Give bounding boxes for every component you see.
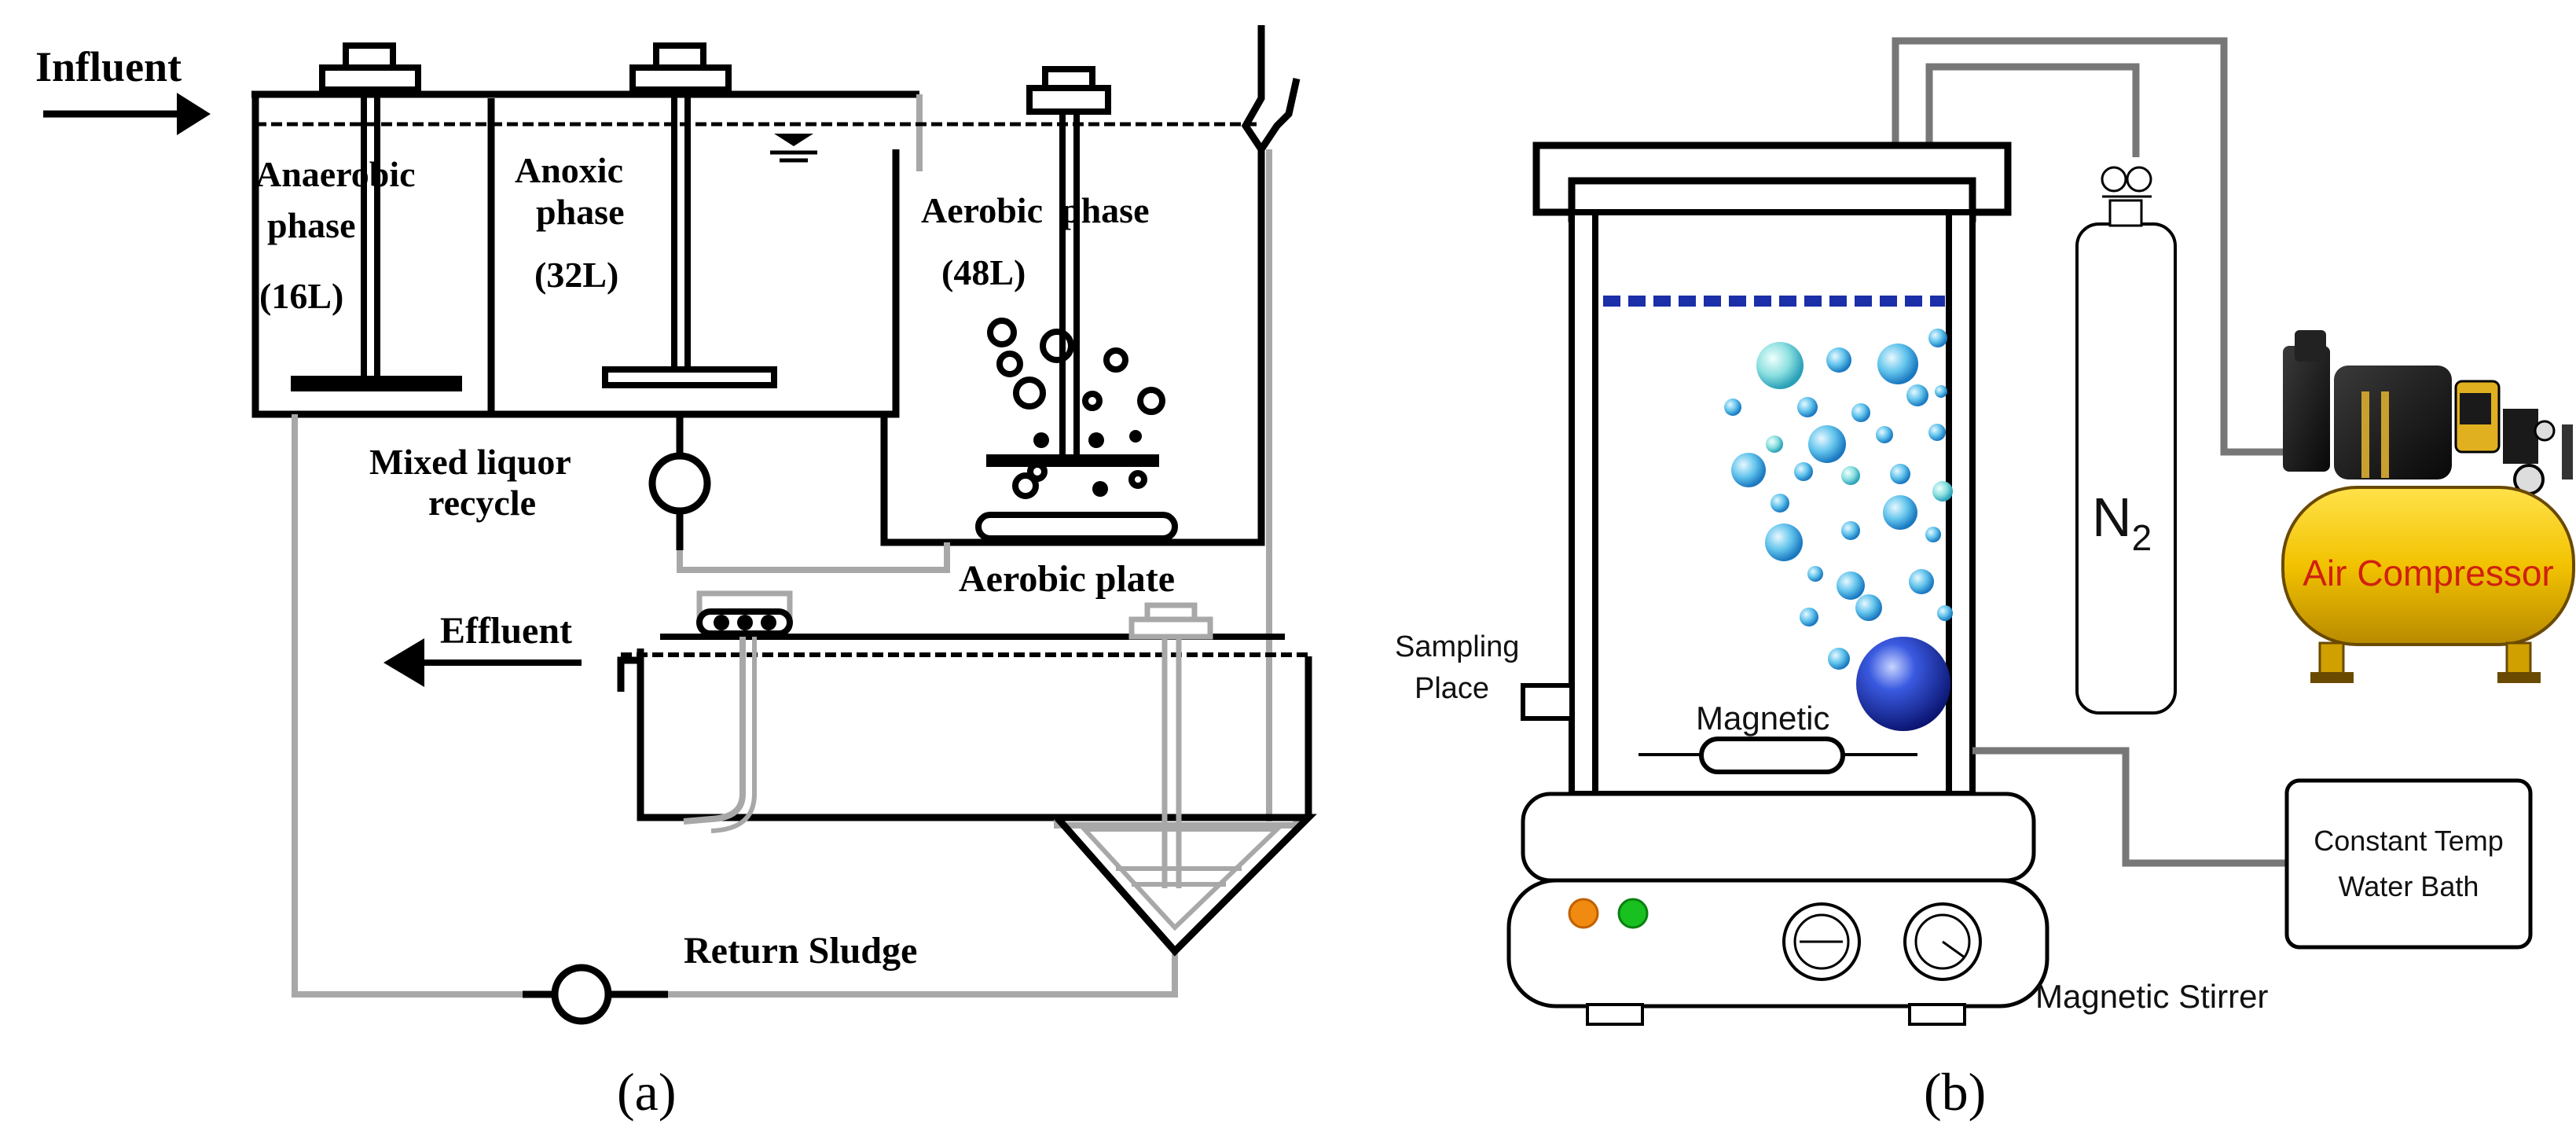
return-sludge-line [292,414,1178,1025]
return-sludge-pump [551,964,612,1025]
water-bath-label-line2: Water Bath [2339,870,2479,902]
anaerobic-label-line2: phase [267,205,355,245]
magnetic-stirrer [1506,792,2049,1026]
return-sludge-label: Return Sludge [684,930,917,972]
mixer-aerobic [986,66,1159,467]
magnetic-stirrer-label: Magnetic Stirrer [2035,978,2268,1015]
aerobic-plate-label: Aerobic plate [959,558,1175,600]
anoxic-volume: (32L) [534,255,618,295]
water-level-symbol [770,134,817,163]
anaerobic-label-line1: Anaerobic [255,154,416,194]
mixed-liquor-label-line2: recycle [428,483,536,523]
mixed-liquor-recycle-line [648,414,950,573]
mixer-anoxic [602,42,777,388]
aerobic-label: Aerobic phase [921,190,1150,230]
stirrer-knob-right[interactable] [1903,902,1982,981]
anoxic-label-line1: Anoxic [515,150,623,190]
aerobic-plate [975,512,1178,542]
reactor-basin [251,25,1301,821]
recycle-pump [648,452,711,515]
aerobic-volume: (48L) [941,252,1026,292]
green-led [1617,898,1649,929]
air-compressor [2281,330,2575,683]
anoxic-label-line2: phase [536,192,624,232]
mixer-anaerobic [291,42,462,391]
water-bath-line [1972,747,2287,867]
n2-label: N2 [2092,487,2152,558]
panel-a-caption: (a) [617,1062,676,1122]
influent-arrow [43,93,211,135]
magnetic-stir-bar [1699,737,1845,774]
n2-cylinder [2075,166,2177,715]
secondary-clarifier [617,590,1317,957]
mixed-liquor-label-line1: Mixed liquor [369,442,571,482]
effluent-label: Effluent [440,610,572,652]
air-compressor-label: Air Compressor [2303,553,2554,593]
effluent-arrow [383,638,582,687]
water-bath-box [2284,778,2533,950]
sampling-label-line1: Sampling [1395,630,1519,663]
water-bath-label-line1: Constant Temp [2314,825,2503,857]
panel-b-caption: (b) [1924,1062,1986,1122]
aeration-bubbles [987,318,1165,499]
stirrer-knob-left[interactable] [1782,902,1861,981]
sampling-label-line2: Place [1415,672,1489,705]
diffuser-ball [1856,637,1950,731]
panel-b: Magnetic Sampling Place Magnetic Stir [1395,37,2575,1122]
magnetic-label: Magnetic [1696,700,1829,737]
bubbles [1724,329,1953,670]
influent-label: Influent [35,43,182,90]
panel-a: Influent [35,25,1317,1122]
anaerobic-volume: (16L) [259,276,343,316]
sampling-port [1521,683,1574,721]
orange-led [1568,898,1599,929]
